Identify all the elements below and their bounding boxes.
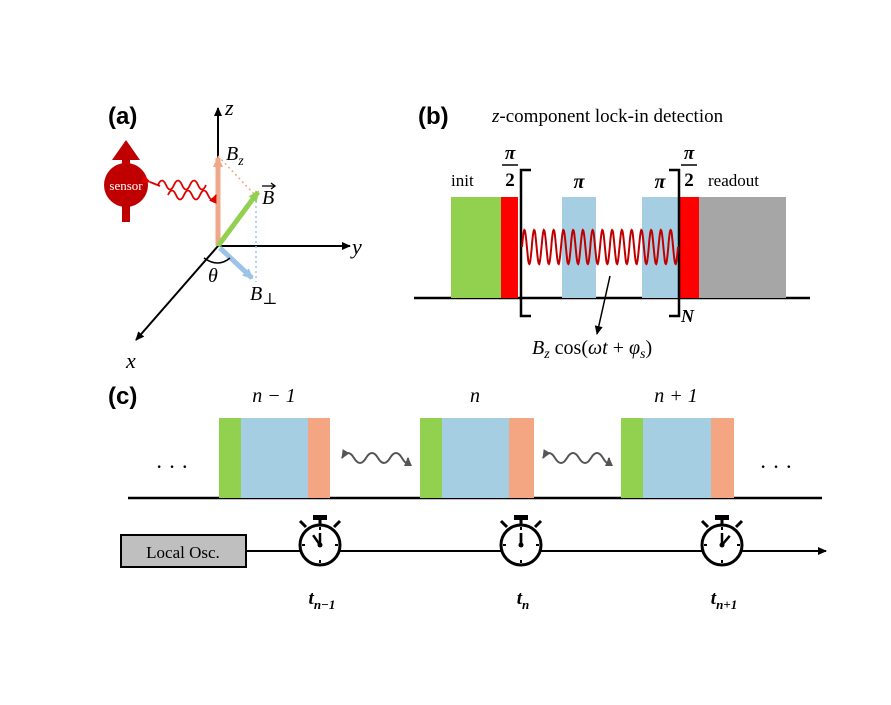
panel-a: (a) z y x Bz B B⊥ θ sensor (104, 95, 362, 373)
block-n-minus-1-orange (308, 418, 330, 498)
stopwatches (298, 515, 744, 567)
x-axis (135, 245, 219, 341)
sensor-sphere (104, 163, 148, 207)
panel-c: (c) n − 1 n n + 1 · · · · · · Local Osc.… (108, 383, 827, 612)
idle-wave-2 (542, 449, 613, 467)
stopwatch-n-plus-1-icon (700, 515, 744, 567)
local-oscillator-box (120, 534, 247, 568)
bperp-label: B⊥ (250, 283, 277, 308)
block-label-n: n (470, 385, 480, 407)
panel-b: (b) z-component lock-in detection init r… (414, 103, 810, 362)
bperp-vector (218, 246, 254, 280)
bz-label: Bz (226, 143, 244, 169)
time-label-n-minus-1: tn−1 (309, 588, 336, 612)
y-axis-label: y (350, 234, 362, 259)
time-label-n-plus-1: tn+1 (711, 588, 737, 612)
block-n-plus-1-blue (643, 418, 711, 498)
signal-pointer-arrow (594, 275, 611, 335)
pi-half-pulse-end (679, 197, 699, 298)
pi-half-start-den: 2 (505, 170, 515, 191)
pi-label-1: π (574, 171, 586, 193)
readout-label: readout (708, 171, 759, 190)
ellipsis-left: · · · (156, 454, 189, 479)
pi-label-2: π (655, 171, 667, 193)
theta-arc (203, 257, 231, 264)
block-n-minus-1-green (219, 418, 241, 498)
block-n-plus-1-green (621, 418, 643, 498)
repeat-count-label: N (680, 306, 695, 326)
panel-c-label: (c) (108, 383, 137, 410)
pi-half-pulse-start (501, 197, 518, 298)
theta-label: θ (208, 265, 218, 287)
sensor-label: sensor (109, 178, 143, 193)
block-label-n-plus-1: n + 1 (654, 385, 698, 407)
bz-projection-line (217, 155, 257, 197)
vector-arrow-head (270, 182, 277, 190)
stopwatch-n-icon (499, 515, 543, 567)
b-vector (215, 190, 261, 248)
z-axis-label: z (224, 95, 234, 120)
ac-signal-wave (521, 228, 679, 266)
b-vector-label: B (262, 187, 274, 209)
block-n-orange (509, 418, 534, 498)
block-n-plus-1-orange (711, 418, 734, 498)
block-n-minus-1-blue (241, 418, 308, 498)
interaction-wave-1 (157, 179, 207, 191)
panel-b-title: z-component lock-in detection (491, 106, 724, 127)
time-label-n: tn (517, 588, 530, 612)
signal-formula: Bz cos(ωt + φs) (532, 337, 652, 362)
panel-a-label: (a) (108, 103, 137, 130)
pi-half-start-num: π (505, 143, 516, 164)
block-n-blue (442, 418, 509, 498)
interaction-arrow-sensor (141, 175, 161, 187)
readout-block (699, 197, 786, 298)
init-label: init (451, 171, 474, 190)
panel-b-label: (b) (418, 103, 449, 130)
pi-half-end-num: π (684, 143, 695, 164)
block-label-n-minus-1: n − 1 (252, 385, 296, 407)
ellipsis-right: · · · (760, 454, 793, 479)
spin-arrow-head (112, 140, 140, 160)
repeat-bracket-right (669, 168, 681, 318)
idle-wave-1 (341, 449, 412, 467)
pi-half-end-den: 2 (684, 170, 694, 191)
block-n-green (420, 418, 442, 498)
repeat-bracket-left (519, 168, 531, 318)
x-axis-label: x (125, 348, 136, 373)
stopwatch-n-minus-1-icon (298, 515, 342, 567)
local-oscillator-label: Local Osc. (146, 543, 220, 562)
interaction-wave-2 (167, 189, 217, 204)
init-block (451, 197, 501, 298)
